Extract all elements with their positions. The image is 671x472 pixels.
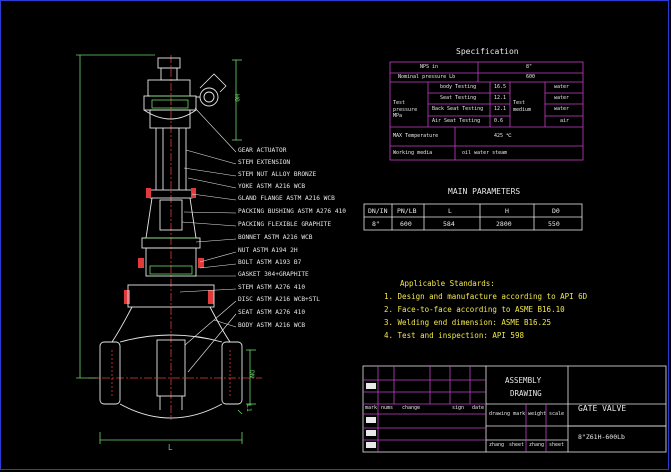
- callout-seat: SEAT ASTM A276 410: [238, 309, 306, 316]
- param-header-dn: DN/IN: [368, 207, 388, 215]
- param-value-h: 2800: [496, 220, 512, 228]
- callout-gland-flange: GLAND FLANGE ASTM A216 WCB: [238, 195, 335, 202]
- spec-max-temp-value: 425 ℃: [494, 133, 512, 139]
- callout-stem: STEM ASTM A276 410: [238, 284, 306, 291]
- param-value-d0: 550: [548, 220, 560, 228]
- spec-air-seat-label: Air Seat Testing: [432, 118, 481, 124]
- callout-body: BODY ASTM A216 WCB: [238, 322, 306, 329]
- spec-test-group-label: Test pressure MPa: [393, 100, 418, 119]
- spec-seat-testing-value: 12.1: [494, 95, 507, 101]
- callout-nut: NUT ASTM A194 2H: [238, 247, 298, 254]
- callout-stem-extension: STEM EXTENSION: [238, 159, 291, 166]
- spec-working-media-value: oil water steam: [462, 150, 508, 156]
- main-params-lines: [363, 203, 583, 231]
- spec-body-testing-value: 16.5: [494, 84, 507, 90]
- title-col-sign: sign: [452, 405, 465, 411]
- spec-title: Specification: [456, 47, 519, 56]
- title-drawing-no: 8"Z61H-600Lb: [578, 433, 625, 441]
- spec-working-media-label: Working media: [393, 150, 433, 156]
- param-header-l: L: [448, 207, 452, 215]
- standard-3: 3. Welding end dimension: ASME B16.25: [384, 318, 552, 327]
- dimension-lines: [76, 54, 256, 444]
- dim-l1: L1: [245, 404, 253, 412]
- param-header-pn: PN/LB: [397, 207, 417, 215]
- param-header-d0: D0: [552, 207, 560, 215]
- standard-1: 1. Design and manufacture according to A…: [384, 292, 588, 301]
- callout-yoke: YOKE ASTM A216 WCB: [238, 183, 306, 190]
- spec-medium-1: water: [554, 84, 570, 90]
- title-sheet-3: zhang: [529, 442, 545, 448]
- title-sheet-2: sheet: [509, 442, 525, 448]
- title-stage-scale: scale: [549, 411, 565, 417]
- spec-medium-3: water: [554, 106, 570, 112]
- callout-gasket: GASKET 304+GRAPHITE: [238, 271, 309, 278]
- spec-nps-label: NPS in: [420, 64, 439, 70]
- spec-max-temp-label: MAX Temperature: [393, 133, 439, 139]
- callout-packing-bushing: PACKING BUSHING ASTM A276 410: [238, 208, 347, 215]
- standards-heading: Applicable Standards:: [400, 279, 495, 288]
- title-stage-drawing-mark: drawing mark: [489, 411, 526, 417]
- flange-bolts: [124, 188, 214, 304]
- title-sheet-1: zhang: [489, 442, 505, 448]
- hidden-lines: [111, 350, 231, 398]
- valve-body: [99, 284, 243, 419]
- param-value-dn: 8": [372, 220, 380, 228]
- spec-back-seat-value: 12.1: [494, 106, 507, 112]
- title-assembly: ASSEMBLY: [505, 376, 542, 385]
- spec-test-medium-label: Test medium: [513, 100, 532, 113]
- title-part-name: GATE VALVE: [578, 404, 627, 413]
- spec-seat-testing-label: Seat Testing: [440, 95, 477, 101]
- title-stage-weight: weight: [528, 411, 547, 417]
- title-col-date: date: [472, 405, 485, 411]
- title-drawing: DRAWING: [510, 389, 542, 398]
- spec-pressure-label: Nominal pressure Lb: [398, 74, 456, 80]
- spec-table-lines: [389, 61, 584, 161]
- callout-packing: PACKING FLEXIBLE GRAPHITE: [238, 221, 332, 228]
- callout-disc: DISC ASTM A216 WCB+STL: [238, 296, 320, 303]
- callout-bolt: BOLT ASTM A193 B7: [238, 259, 302, 266]
- spec-pressure-value: 600: [526, 74, 536, 80]
- spec-air-seat-value: 0.6: [494, 118, 504, 124]
- callout-bonnet: BONNET ASTM A216 WCB: [238, 234, 313, 241]
- standard-2: 2. Face-to-face according to ASME B16.10: [384, 305, 565, 314]
- title-col-change: change: [402, 405, 421, 411]
- spec-nps-value: 8": [526, 64, 533, 70]
- param-value-pn: 600: [400, 220, 412, 228]
- dim-h0: H0: [233, 94, 241, 102]
- callout-gear-actuator: GEAR ACTUATOR: [238, 147, 287, 154]
- standard-4: 4. Test and inspection: API 598: [384, 331, 524, 340]
- param-value-l: 584: [443, 220, 455, 228]
- dim-l: L: [168, 443, 173, 452]
- spec-medium-2: water: [554, 95, 570, 101]
- spec-body-testing-label: body Testing: [440, 84, 477, 90]
- yoke-accent: [146, 237, 196, 275]
- param-header-h: H: [505, 207, 509, 215]
- title-col-nums: nums: [381, 405, 394, 411]
- title-block-lines: [362, 365, 667, 453]
- gear-accent: [150, 95, 190, 109]
- title-block-grid: [363, 366, 547, 452]
- spec-back-seat-label: Back Seat Testing: [432, 106, 484, 112]
- leader-lines: [179, 107, 237, 373]
- dim-dn: DN: [248, 370, 256, 378]
- spec-medium-4: air: [560, 118, 570, 124]
- gear-actuator: [143, 57, 227, 129]
- main-params-title: MAIN PARAMETERS: [448, 187, 521, 196]
- title-col-mark: mark: [365, 405, 378, 411]
- title-sheet-4: sheet: [549, 442, 565, 448]
- title-block-marks: [366, 383, 376, 448]
- callout-stem-nut: STEM NUT ALLOY BRONZE: [238, 171, 317, 178]
